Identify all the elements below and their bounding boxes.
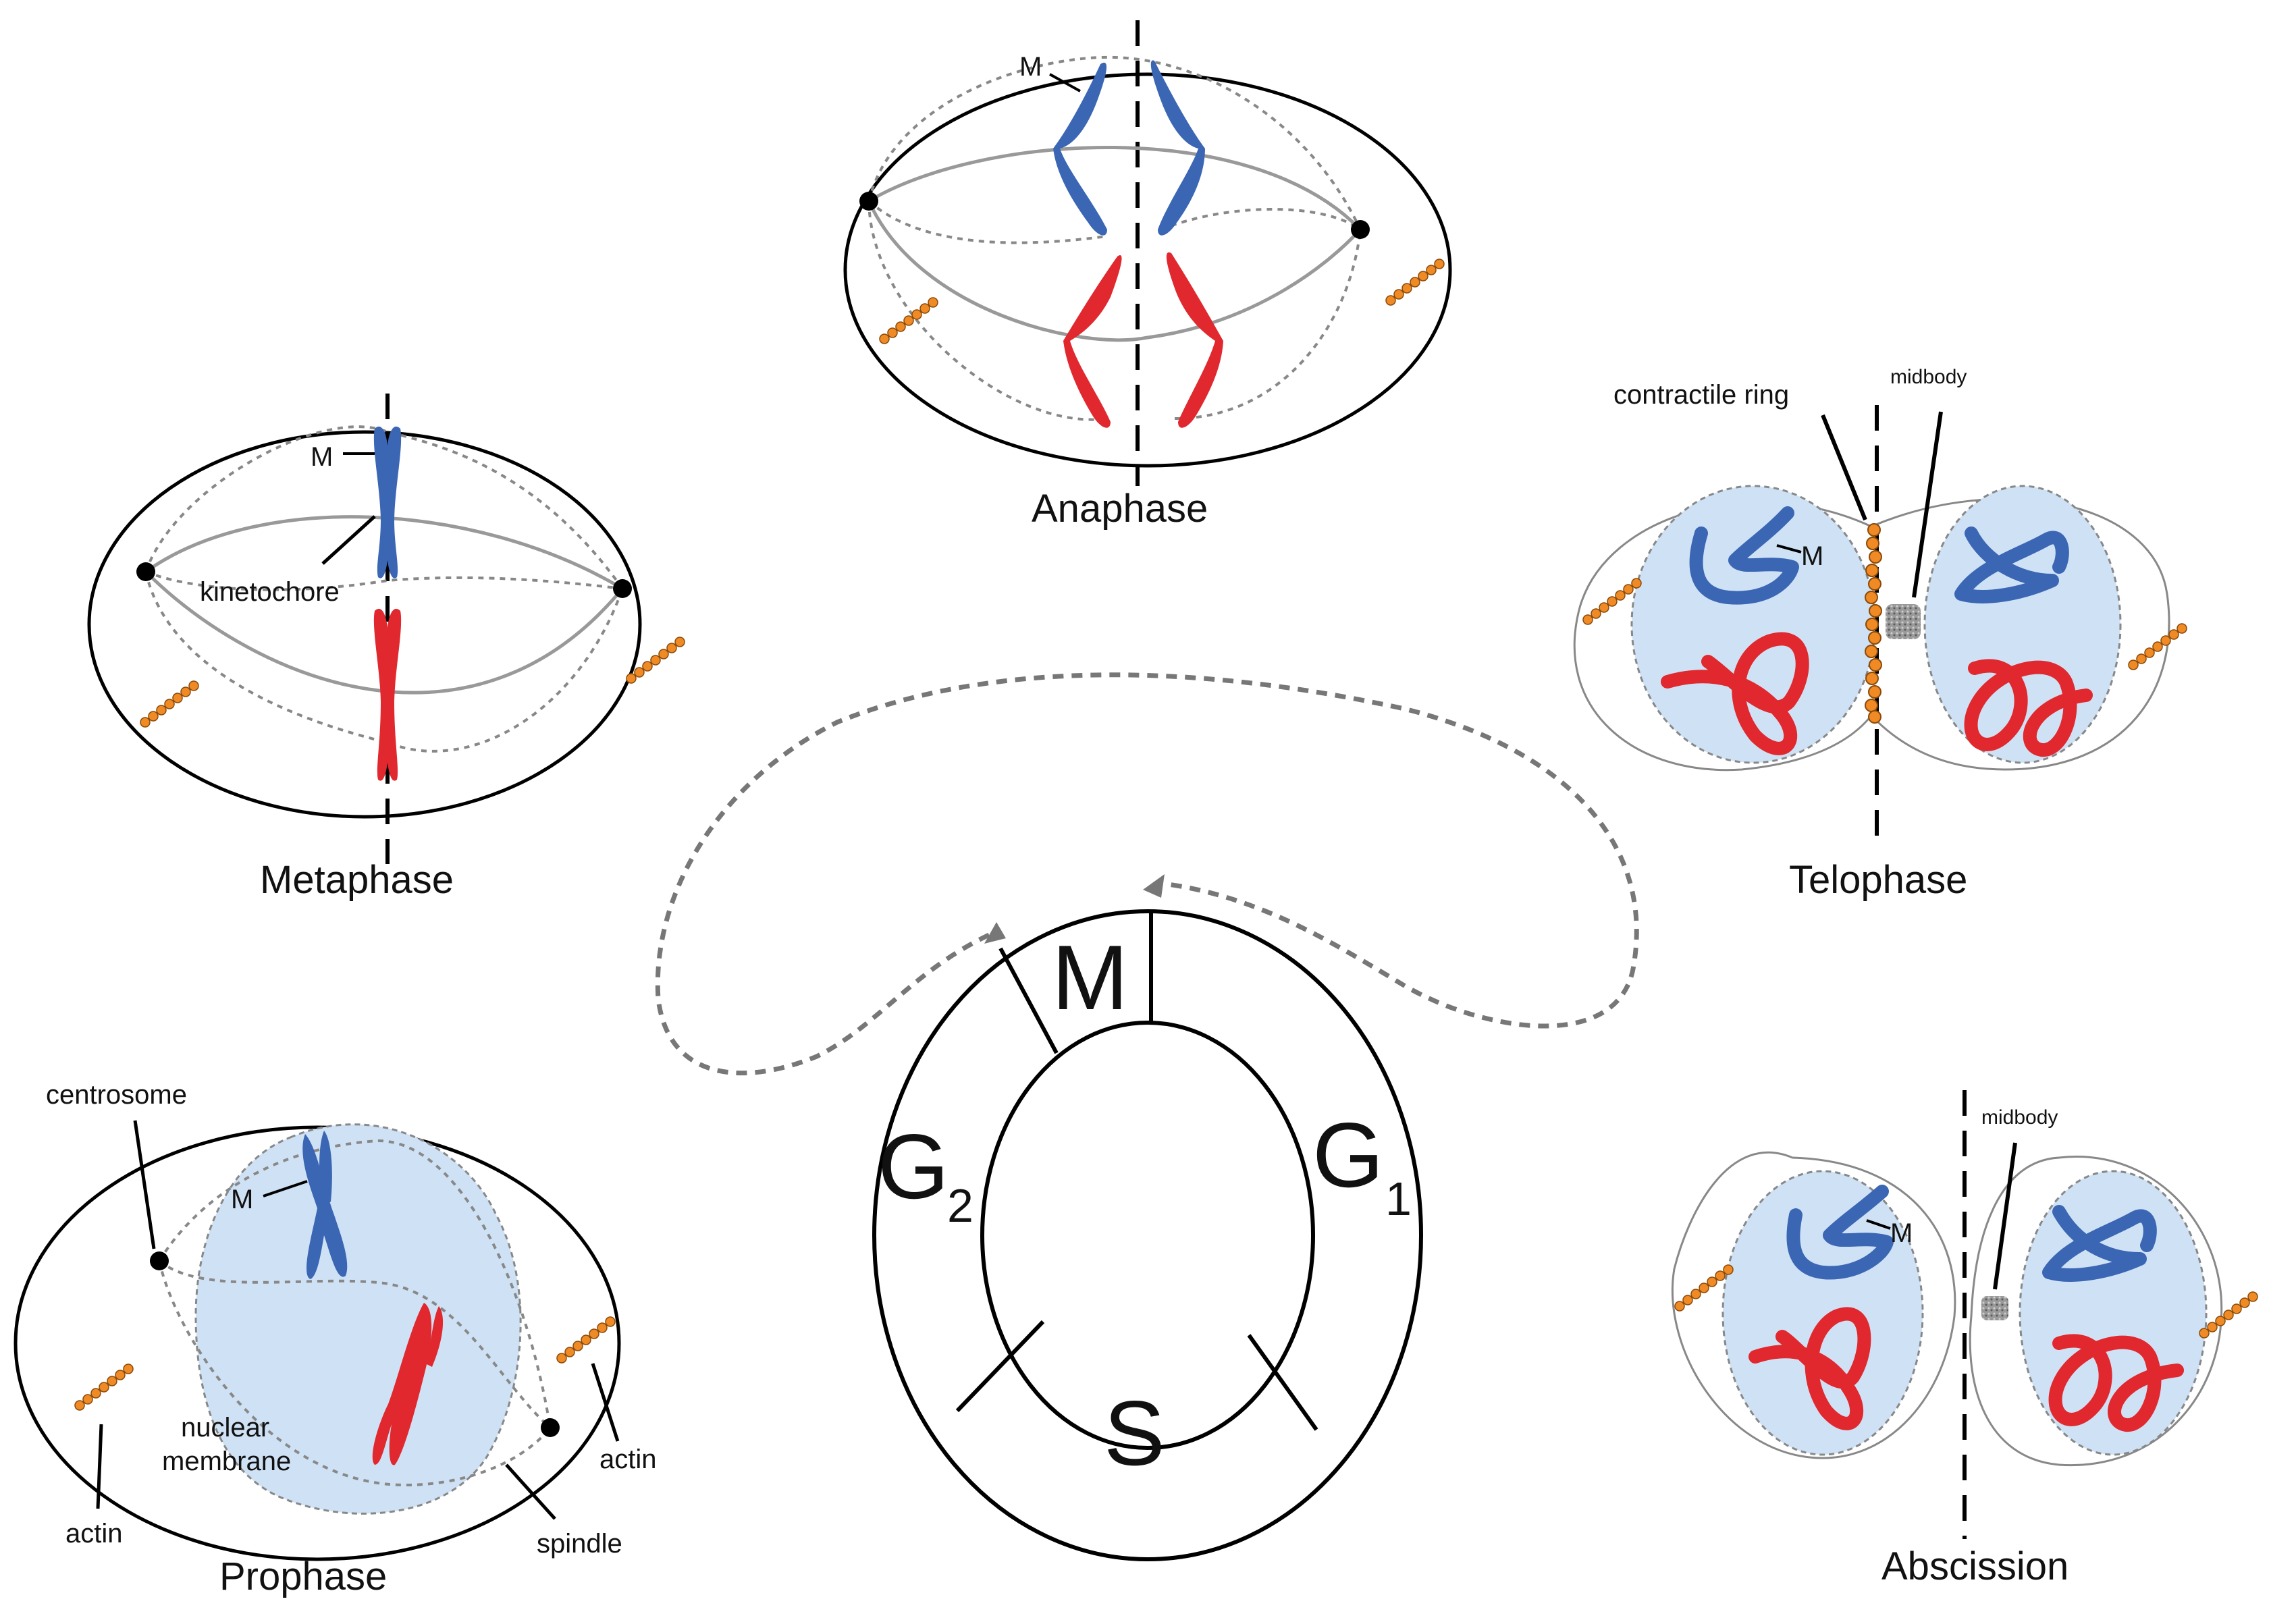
actin-icon bbox=[556, 1316, 616, 1364]
centrosome-icon bbox=[136, 562, 155, 581]
contractile-ring-icon bbox=[1865, 523, 1882, 724]
midbody-label: midbody bbox=[1890, 366, 1967, 388]
centrosome-icon bbox=[1351, 220, 1370, 239]
cell-cycle-ring: M G 2 G 1 S bbox=[872, 909, 1423, 1561]
actin-icon bbox=[74, 1364, 134, 1411]
chromosome-blue bbox=[1053, 62, 1107, 236]
m-label: M bbox=[1019, 52, 1042, 82]
metaphase-cell: M kinetochore Metaphase bbox=[87, 394, 685, 902]
metaphase-title: Metaphase bbox=[260, 858, 454, 902]
actin-icon bbox=[2199, 1291, 2258, 1339]
m-label: M bbox=[311, 442, 333, 472]
phase-s-label: S bbox=[1104, 1382, 1165, 1484]
chromosome-red bbox=[1063, 255, 1122, 428]
actin-icon bbox=[2128, 623, 2187, 670]
nuclear-membrane-label: nuclear bbox=[181, 1413, 269, 1442]
chromosome-red bbox=[373, 608, 402, 781]
chromosome-blue bbox=[2042, 1205, 2157, 1282]
chromosome-blue bbox=[1150, 60, 1205, 236]
m-label: M bbox=[1890, 1218, 1913, 1248]
actin-label: actin bbox=[65, 1519, 123, 1548]
phase-g2-label: G bbox=[878, 1115, 949, 1218]
midbody-icon bbox=[1981, 1296, 2008, 1320]
mitosis-loop-arrow bbox=[655, 672, 1639, 1076]
chromosome-blue bbox=[373, 426, 402, 578]
chromosome-red bbox=[1748, 1307, 1871, 1430]
actin-icon bbox=[1385, 259, 1445, 306]
telophase-title: Telophase bbox=[1789, 858, 1967, 902]
prophase-title: Prophase bbox=[219, 1555, 387, 1598]
spindle-label: spindle bbox=[537, 1529, 622, 1559]
centrosome-label: centrosome bbox=[46, 1080, 187, 1110]
nucleus bbox=[194, 1123, 522, 1515]
chromosome-blue bbox=[1689, 506, 1799, 605]
phase-m-label: M bbox=[1052, 926, 1128, 1029]
telophase-cell: contractile ring midbody M Telophase bbox=[1573, 366, 2187, 902]
m-label: M bbox=[1801, 541, 1823, 571]
actin-label: actin bbox=[599, 1445, 657, 1474]
phase-g1-label: G bbox=[1312, 1104, 1384, 1206]
centrosome-icon bbox=[613, 579, 632, 598]
abscission-cell: midbody M Abscission bbox=[1671, 1090, 2258, 1588]
chromosome-blue bbox=[1954, 527, 2069, 603]
actin-icon bbox=[879, 297, 938, 344]
contractile-ring-label: contractile ring bbox=[1613, 380, 1789, 410]
kinetochore-label: kinetochore bbox=[200, 577, 340, 607]
midbody-icon bbox=[1886, 604, 1921, 639]
centrosome-icon bbox=[541, 1418, 560, 1437]
chromosome-red bbox=[1964, 659, 2093, 757]
m-label: M bbox=[231, 1185, 253, 1214]
midbody-label: midbody bbox=[1981, 1106, 2058, 1129]
centrosome-icon bbox=[859, 192, 878, 211]
actin-icon bbox=[140, 680, 199, 728]
anaphase-cell: M Anaphase bbox=[843, 20, 1452, 531]
phase-g1-subscript: 1 bbox=[1385, 1172, 1412, 1225]
arrowhead-icon bbox=[1143, 874, 1165, 898]
chromosome-red bbox=[2048, 1334, 2184, 1432]
centrosome-icon bbox=[150, 1251, 169, 1270]
arrowhead-icon bbox=[984, 922, 1006, 944]
chromosome-red bbox=[1166, 252, 1223, 428]
chromosome-blue bbox=[1786, 1185, 1894, 1280]
abscission-title: Abscission bbox=[1881, 1544, 2068, 1588]
chromosome-blue bbox=[319, 1131, 332, 1208]
nuclear-membrane-label: membrane bbox=[162, 1447, 291, 1476]
chromosome-red bbox=[1661, 632, 1809, 755]
chromosome-red bbox=[372, 1303, 432, 1465]
anaphase-title: Anaphase bbox=[1032, 487, 1208, 531]
prophase-cell: centrosome M nuclear membrane spindle ac… bbox=[14, 1080, 657, 1598]
chromosome-blue bbox=[302, 1134, 348, 1279]
phase-g2-subscript: 2 bbox=[947, 1179, 973, 1232]
